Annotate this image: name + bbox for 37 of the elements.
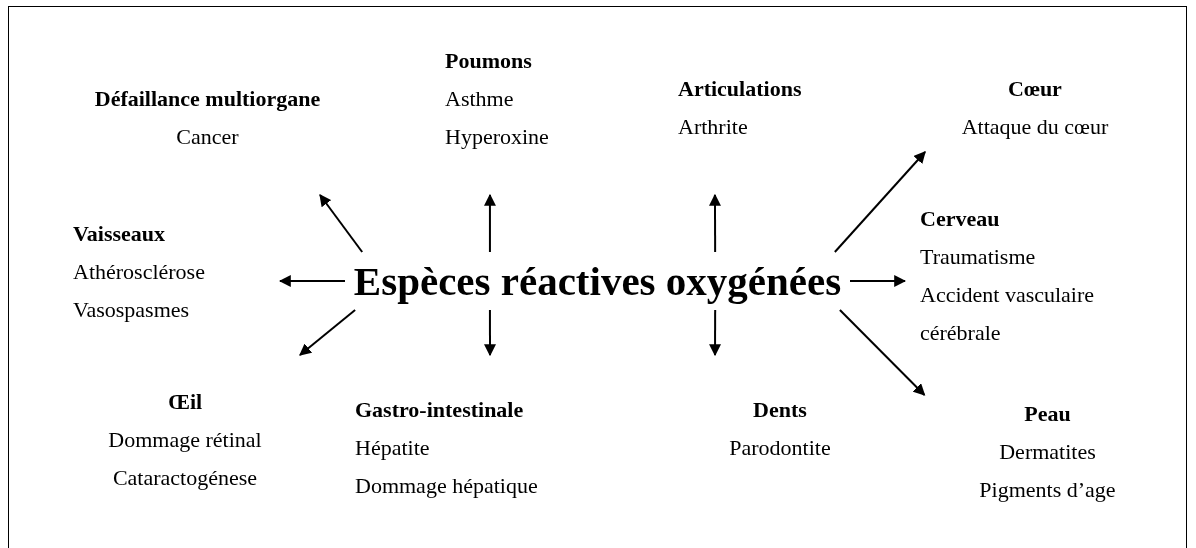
organ-heading: Gastro-intestinale	[355, 396, 525, 424]
organ-heading: Cerveau	[920, 205, 1001, 233]
central-label: Espèces réactives oxygénées	[352, 257, 843, 306]
arrow	[299, 309, 357, 356]
disease-label: Cancer	[175, 123, 240, 151]
organ-heading: Cœur	[1007, 75, 1063, 103]
arrow	[278, 275, 346, 287]
disease-label: Vasospasmes	[73, 296, 191, 324]
arrow	[709, 309, 722, 357]
arrow	[833, 151, 927, 253]
disease-label: Hépatite	[355, 434, 431, 462]
arrow	[709, 193, 721, 253]
arrow	[319, 194, 364, 253]
organ-heading: Articulations	[678, 75, 803, 103]
arrow	[849, 275, 907, 287]
disease-label: Traumatisme	[920, 243, 1037, 271]
disease-label: Pigments d’age	[978, 476, 1117, 504]
disease-label: Cataractogénese	[111, 464, 259, 492]
arrow	[484, 309, 496, 357]
disease-label: Parodontite	[728, 434, 832, 462]
disease-label: Athérosclérose	[73, 258, 206, 286]
organ-heading: Dents	[752, 396, 808, 424]
disease-label: Dommage rétinal	[107, 426, 263, 454]
disease-label: Dermatites	[998, 438, 1097, 466]
organ-heading: Œil	[166, 388, 204, 416]
disease-label: Dommage hépatique	[355, 472, 539, 500]
disease-label: Hyperoxine	[445, 123, 550, 151]
disease-label: Accident vasculaire cérébrale	[920, 281, 1096, 347]
organ-heading: Peau	[1023, 400, 1072, 428]
disease-label: Attaque du cœur	[960, 113, 1110, 141]
organ-heading: Poumons	[445, 47, 533, 75]
organ-heading: Défaillance multiorgane	[93, 85, 322, 113]
arrow	[838, 309, 926, 396]
arrow	[483, 193, 496, 253]
organ-heading: Vaisseaux	[73, 220, 167, 248]
disease-label: Asthme	[445, 85, 515, 113]
disease-label: Arthrite	[678, 113, 749, 141]
